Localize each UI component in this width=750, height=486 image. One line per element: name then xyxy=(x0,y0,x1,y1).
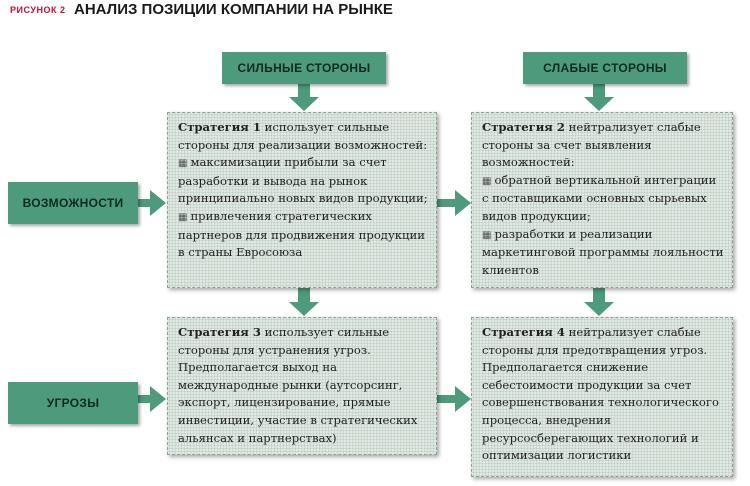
strategy-4-box: Стратегия 4 нейтрализует слабые стороны … xyxy=(471,317,733,477)
bullet-icon: ▦ xyxy=(178,211,188,223)
strategy-3-title: Стратегия 3 xyxy=(178,325,261,339)
row-threats: УГРОЗЫ xyxy=(8,382,138,424)
arrow-strengths-down xyxy=(289,84,319,111)
arrow-thr-s3 xyxy=(138,386,166,412)
strategy-2-text: нейтрализует слабые стороны за счет выяв… xyxy=(482,120,701,170)
arrow-s2-s4 xyxy=(584,288,614,316)
strategy-1-box: Стратегия 1 использует сильные стороны д… xyxy=(167,112,437,288)
header-strengths: СИЛЬНЫЕ СТОРОНЫ xyxy=(222,52,386,84)
strategy-2-bullet: ▦обратной вертикальной интеграции с пост… xyxy=(482,172,717,223)
strategy-4-title: Стратегия 4 xyxy=(482,325,565,339)
strategy-1-bullet: ▦максимизации прибыли за счет разработки… xyxy=(178,155,428,206)
row-opportunities: ВОЗМОЖНОСТИ xyxy=(8,182,138,224)
strategy-2-box: Стратегия 2 нейтрализует слабые стороны … xyxy=(471,112,733,288)
header-weaknesses-label: СЛАБЫЕ СТОРОНЫ xyxy=(543,61,667,75)
bullet-icon: ▦ xyxy=(178,158,188,170)
figure-title: АНАЛИЗ ПОЗИЦИИ КОМПАНИИ НА РЫНКЕ xyxy=(74,1,393,18)
arrow-opp-s1 xyxy=(138,190,166,216)
strategy-3-text: использует сильные стороны для устранени… xyxy=(178,325,418,445)
arrow-weaknesses-down xyxy=(584,84,614,111)
strategy-1-title: Стратегия 1 xyxy=(178,120,261,134)
strategy-4-body: Стратегия 4 нейтрализует слабые стороны … xyxy=(482,324,724,465)
arrow-s3-s4 xyxy=(437,386,471,412)
row-threats-label: УГРОЗЫ xyxy=(46,396,100,410)
bullet-icon: ▦ xyxy=(482,175,492,187)
header-strengths-label: СИЛЬНЫЕ СТОРОНЫ xyxy=(237,61,371,75)
strategy-2-bullet: ▦разработки и реализации маркетинговой п… xyxy=(482,226,724,277)
strategy-1-text: использует сильные стороны для реализаци… xyxy=(178,120,428,152)
bullet-icon: ▦ xyxy=(482,229,492,241)
strategy-1-intro: Стратегия 1 использует сильные стороны д… xyxy=(178,119,428,154)
figure-label: РИСУНОК 2 xyxy=(10,5,66,15)
header-weaknesses: СЛАБЫЕ СТОРОНЫ xyxy=(523,52,687,84)
arrow-s1-s2 xyxy=(437,190,471,216)
strategy-4-text: нейтрализует слабые стороны для предотвр… xyxy=(482,325,719,463)
strategy-2-intro: Стратегия 2 нейтрализует слабые стороны … xyxy=(482,119,724,172)
arrow-s1-s3 xyxy=(289,288,319,316)
strategy-1-bullet: ▦привлечения стратегических партнеров дл… xyxy=(178,208,425,260)
row-opportunities-label: ВОЗМОЖНОСТИ xyxy=(22,196,124,210)
strategy-3-body: Стратегия 3 использует сильные стороны д… xyxy=(178,324,428,447)
strategy-3-box: Стратегия 3 использует сильные стороны д… xyxy=(167,317,437,455)
strategy-2-title: Стратегия 2 xyxy=(482,120,565,134)
